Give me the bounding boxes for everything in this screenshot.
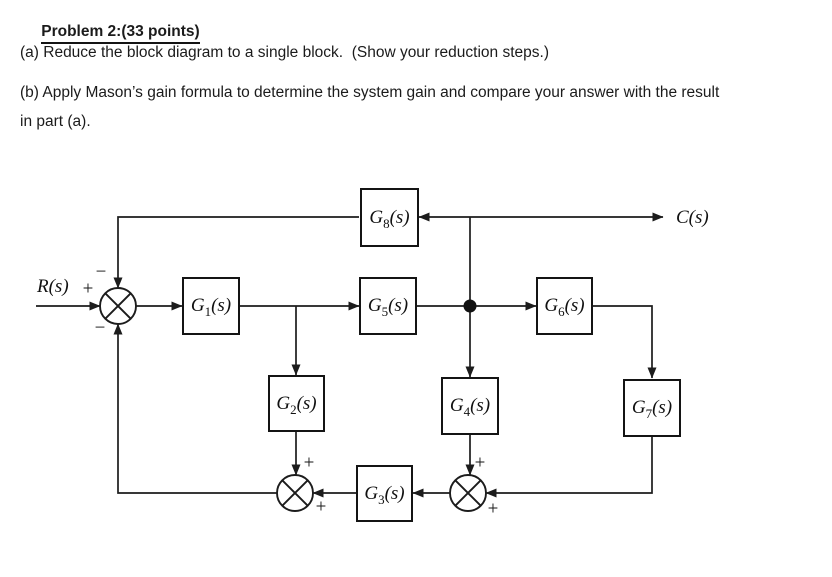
- sign-main-sum-plus: +: [82, 278, 94, 300]
- block-g4: G4(s): [441, 377, 499, 435]
- output-signal-label: C(s): [676, 207, 709, 228]
- block-g7: G7(s): [623, 379, 681, 437]
- summing-junction-left: [276, 474, 314, 512]
- block-g1-label: G1(s): [190, 295, 232, 319]
- block-g8-label: G8(s): [369, 206, 410, 231]
- block-g1: G1(s): [182, 277, 240, 335]
- block-g6: G6(s): [536, 277, 593, 335]
- wire-g6-to-g7: [593, 305, 657, 379]
- block-g3-label: G3(s): [364, 482, 405, 507]
- problem-heading: Problem 2:(33 points): [24, 5, 200, 62]
- sign-right-sum-plus-right: +: [487, 498, 499, 520]
- block-g3: G3(s): [356, 465, 413, 522]
- sign-right-sum-plus-top: +: [474, 452, 486, 474]
- sign-left-sum-plus-right: +: [315, 496, 327, 518]
- block-g2: G2(s): [268, 375, 325, 432]
- summing-junction-main: [99, 287, 137, 325]
- block-g6-label: G6(s): [544, 295, 585, 319]
- sign-main-sum-minus-top: −: [95, 261, 107, 283]
- instruction-part-b-line1: (b) Apply Mason’s gain formula to determ…: [20, 84, 720, 101]
- wire-g8-feedback-to-sum: [113, 216, 359, 289]
- wire-bottom-feedback-to-sum: [113, 323, 277, 494]
- block-g2-label: G2(s): [276, 392, 317, 417]
- block-g7-label: G7(s): [631, 397, 673, 421]
- signal-wires: [36, 212, 664, 498]
- block-g5: G5(s): [359, 277, 417, 335]
- block-g5-label: G5(s): [367, 295, 409, 319]
- instruction-part-b-line2: in part (a).: [20, 113, 91, 130]
- summing-junction-right: [449, 474, 487, 512]
- wire-g7-to-sum-right: [485, 437, 653, 498]
- takeoff-point-dot: [463, 299, 477, 313]
- instruction-part-a: (a) Reduce the block diagram to a single…: [20, 44, 549, 61]
- sign-left-sum-plus-top: +: [303, 452, 315, 474]
- sign-main-sum-minus-bottom: −: [94, 317, 106, 339]
- block-g8: G8(s): [360, 188, 419, 247]
- block-g4-label: G4(s): [449, 395, 491, 419]
- input-signal-label: R(s): [37, 276, 69, 297]
- problem-title: Problem 2:(33 points): [41, 23, 200, 44]
